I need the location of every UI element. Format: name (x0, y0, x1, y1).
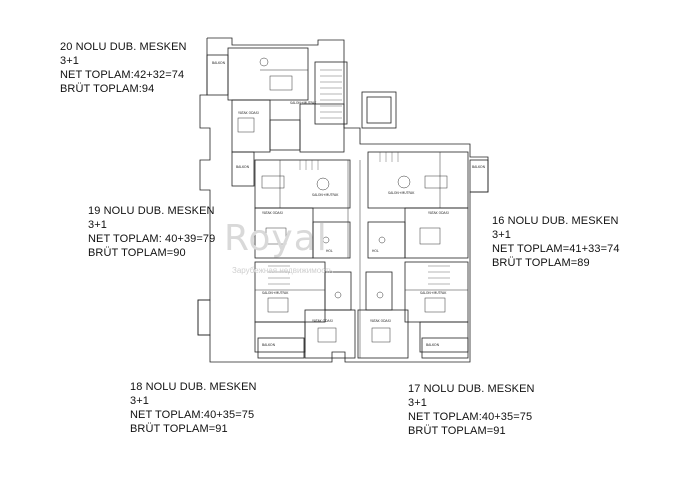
unit-type: 3+1 (88, 219, 107, 231)
building-outline (197, 37, 489, 363)
unit-net: NET TOPLAM:40+35=75 (408, 411, 533, 423)
unit-label-16: 16 NOLU DUB. MESKEN 3+1 NET TOPLAM=41+33… (492, 214, 620, 270)
room-label: YATAK ODASI (370, 319, 391, 323)
unit-title: 18 NOLU DUB. MESKEN (130, 381, 257, 393)
unit-brut: BRÜT TOPLAM=91 (408, 425, 506, 437)
room-label: BALKON (262, 343, 276, 347)
unit-net: NET TOPLAM: 40+39=79 (88, 233, 216, 245)
room-label: YATAK ODASI (238, 111, 259, 115)
unit-brut: BRÜT TOPLAM=89 (492, 257, 590, 269)
unit-label-20: 20 NOLU DUB. MESKEN 3+1 NET TOPLAM:42+32… (60, 40, 187, 96)
unit-net: NET TOPLAM:40+35=75 (130, 409, 255, 421)
room-label: SALON+MUTFAK (388, 191, 415, 195)
room-label: SALON+MUTFAK (420, 291, 447, 295)
room-label: BALKON (212, 61, 226, 65)
unit-type: 3+1 (408, 397, 427, 409)
unit-label-19: 19 NOLU DUB. MESKEN 3+1 NET TOPLAM: 40+3… (88, 204, 215, 260)
room-label: BALKON (426, 343, 440, 347)
room-label: YATAK ODASI (262, 211, 283, 215)
room-label: BALKON (236, 165, 250, 169)
room-label: HOL (372, 249, 379, 253)
unit-brut: BRÜT TOPLAM:94 (60, 83, 155, 95)
unit-title: 17 NOLU DUB. MESKEN (408, 383, 535, 395)
room-label: YATAK ODASI (312, 319, 333, 323)
unit-net: NET TOPLAM:42+32=74 (60, 69, 185, 81)
unit-type: 3+1 (492, 229, 511, 241)
unit-label-18: 18 NOLU DUB. MESKEN 3+1 NET TOPLAM:40+35… (130, 380, 257, 436)
watermark-subtitle: Зарубежная недвижимость (232, 266, 334, 275)
unit-brut: BRÜT TOPLAM=90 (88, 247, 186, 259)
unit-label-17: 17 NOLU DUB. MESKEN 3+1 NET TOPLAM:40+35… (408, 382, 535, 438)
unit-type: 3+1 (60, 55, 79, 67)
room-label: SALON+MUTFAK (290, 101, 317, 105)
room-label: SALON+MUTFAK (262, 291, 289, 295)
unit-title: 20 NOLU DUB. MESKEN (60, 41, 187, 53)
unit-brut: BRÜT TOPLAM=91 (130, 423, 228, 435)
watermark: Royal (224, 218, 328, 259)
room-label: YATAK ODASI (428, 211, 449, 215)
unit-title: 16 NOLU DUB. MESKEN (492, 215, 619, 227)
unit-type: 3+1 (130, 395, 149, 407)
unit-net: NET TOPLAM=41+33=74 (492, 243, 620, 255)
room-labels: SALON+MUTFAK SALON+MUTFAK SALON+MUTFAK S… (212, 61, 486, 347)
room-label: BALKON (472, 165, 486, 169)
room-label: HOL (326, 249, 333, 253)
room-label: SALON+MUTFAK (312, 193, 339, 197)
unit-title: 19 NOLU DUB. MESKEN (88, 205, 215, 217)
